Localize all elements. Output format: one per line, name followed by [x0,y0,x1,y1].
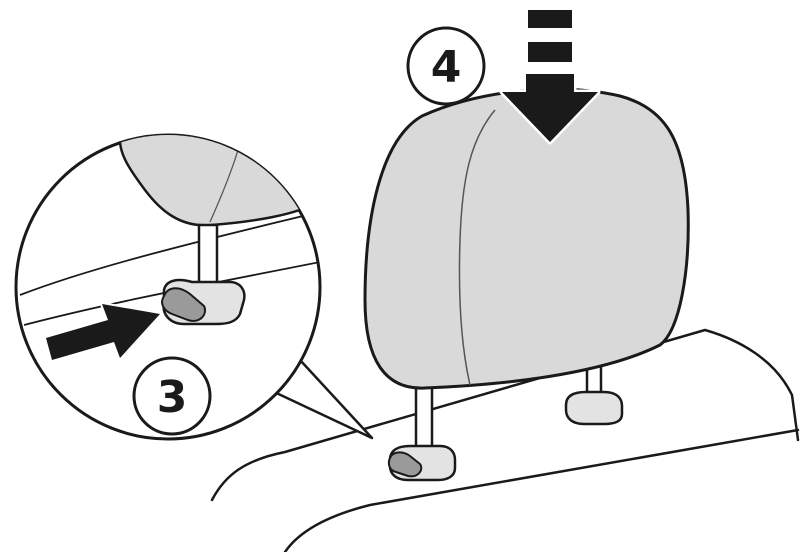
magnifier-callout: 3 [16,133,372,439]
seat-back-front-edge [285,430,798,552]
step-3-badge: 3 [134,358,210,434]
right-post-guide [566,392,622,424]
step-4-badge: 4 [408,28,484,104]
headrest [365,89,688,388]
step-3-number: 3 [157,372,188,423]
down-arrow-dash-1 [528,10,572,28]
down-arrow-dash-2 [528,42,572,62]
step-4-number: 4 [431,42,462,93]
